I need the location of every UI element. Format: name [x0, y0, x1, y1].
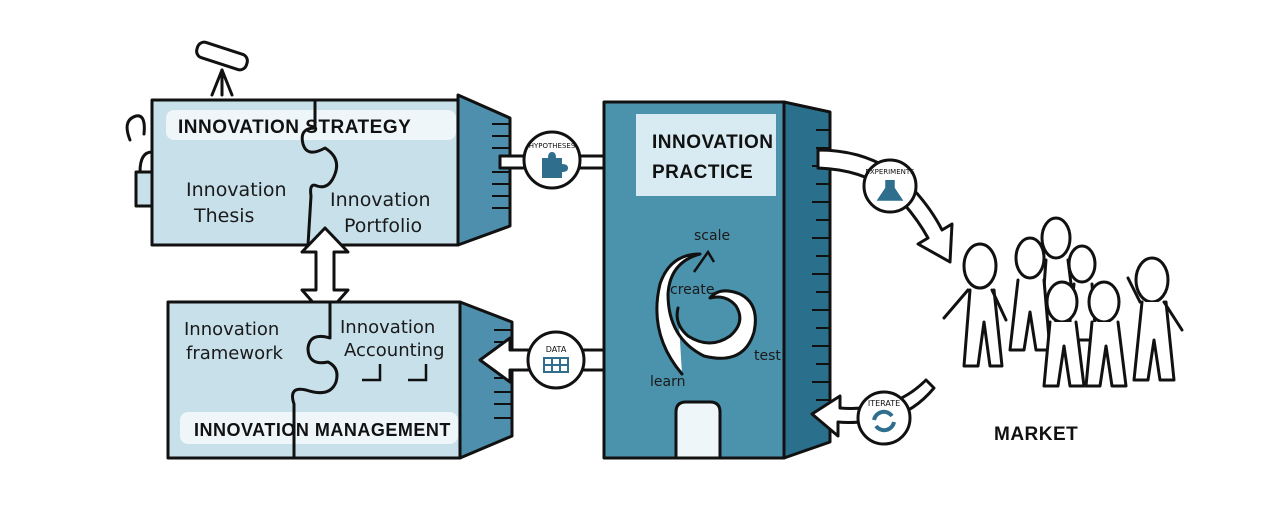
data-arrow: DATA — [478, 330, 622, 390]
strategy-portfolio-line1: Innovation — [330, 189, 431, 211]
telescope-icon — [195, 40, 249, 97]
person-figure — [942, 242, 1008, 368]
flask-icon — [876, 180, 904, 201]
management-framework-line1: Innovation — [184, 319, 279, 340]
strategy-thesis-line2: Thesis — [193, 205, 254, 227]
cycle-arrows-icon — [872, 409, 896, 433]
practice-title-line1: INNOVATION — [652, 132, 773, 153]
person-figure — [1084, 280, 1128, 388]
cycle-scale: scale — [694, 228, 730, 244]
hypotheses-label: HYPOTHESES — [529, 142, 576, 150]
management-framework-line2: framework — [186, 343, 284, 364]
strategy-title: INNOVATION STRATEGY — [178, 117, 411, 138]
cycle-learn: learn — [650, 374, 685, 390]
data-label: DATA — [546, 345, 567, 354]
strategy-box: INNOVATION STRATEGY Innovation Thesis In… — [125, 40, 512, 247]
person-figure — [1008, 236, 1052, 352]
experiments-arrow: EXPERIMENTS — [816, 148, 954, 264]
person-figure — [1042, 280, 1086, 388]
practice-title-line2: PRACTICE — [652, 162, 753, 183]
iterate-label: ITERATE — [868, 399, 900, 408]
practice-tower: INNOVATION PRACTICE scale create test le… — [602, 100, 832, 460]
market-label: MARKET — [994, 424, 1078, 445]
table-icon — [543, 357, 569, 373]
management-accounting-line2: Accounting — [344, 340, 445, 361]
person-figure — [1126, 256, 1184, 382]
experiments-label: EXPERIMENTS — [865, 168, 915, 176]
market-crowd — [942, 216, 1184, 388]
cycle-test: test — [754, 348, 781, 364]
strategy-portfolio-line2: Portfolio — [344, 215, 422, 237]
management-accounting-line1: Innovation — [340, 317, 435, 338]
management-box: Innovation framework Innovation Accounti… — [166, 300, 514, 460]
build-measure-learn-cycle: scale create test learn — [650, 228, 781, 390]
management-title: INNOVATION MANAGEMENT — [194, 420, 451, 440]
cycle-create: create — [670, 282, 714, 298]
iterate-arrow: ITERATE — [810, 378, 936, 446]
strategy-thesis-line1: Innovation — [186, 179, 287, 201]
puzzle-icon — [542, 152, 568, 178]
